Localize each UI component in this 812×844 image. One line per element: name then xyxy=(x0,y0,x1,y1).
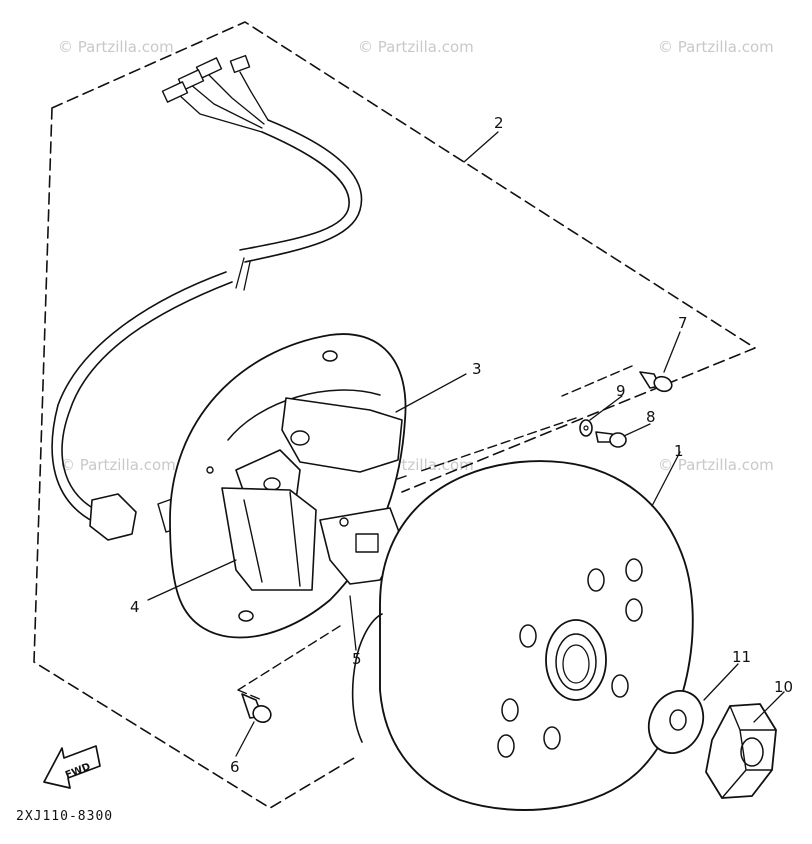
stator-hole-top xyxy=(322,350,338,362)
watermark-mid-right: © Partzilla.com xyxy=(658,456,774,474)
watermark-top-right: © Partzilla.com xyxy=(658,38,774,56)
screw-8 xyxy=(595,431,627,448)
callout-11: 11 xyxy=(732,648,751,666)
callout-8: 8 xyxy=(646,408,656,426)
diagram-code: 2XJ110-8300 xyxy=(16,809,113,824)
washer-9 xyxy=(579,419,593,437)
watermarks: © Partzilla.com © Partzilla.com © Partzi… xyxy=(58,38,774,474)
leader-lines xyxy=(147,131,785,757)
callout-2: 2 xyxy=(494,114,504,132)
stator-hole-bottom xyxy=(238,610,254,622)
stator-assembly xyxy=(169,333,407,639)
watermark-top-left: © Partzilla.com xyxy=(58,38,174,56)
callouts: 1 2 3 4 5 6 7 8 9 10 11 xyxy=(130,114,793,776)
callout-10: 10 xyxy=(774,678,793,696)
assembly-outline xyxy=(33,21,756,809)
screw-7 xyxy=(639,371,673,393)
flywheel-hub xyxy=(545,619,607,701)
fwd-arrow: FWD xyxy=(43,745,101,789)
watermark-mid-left: © Partzilla.com xyxy=(60,456,176,474)
callout-3: 3 xyxy=(472,360,482,378)
callout-1: 1 xyxy=(674,442,684,460)
callout-5: 5 xyxy=(352,650,362,668)
sub-outline xyxy=(237,365,633,701)
flywheel-rotor xyxy=(351,460,694,811)
flywheel-vent-holes xyxy=(497,558,643,758)
callout-4: 4 xyxy=(130,598,140,616)
callout-9: 9 xyxy=(616,382,626,400)
nut xyxy=(705,703,777,799)
washer xyxy=(647,690,705,754)
callout-7: 7 xyxy=(678,314,688,332)
callout-6: 6 xyxy=(230,758,240,776)
screw-6 xyxy=(241,693,272,723)
watermark-top-center: © Partzilla.com xyxy=(358,38,474,56)
